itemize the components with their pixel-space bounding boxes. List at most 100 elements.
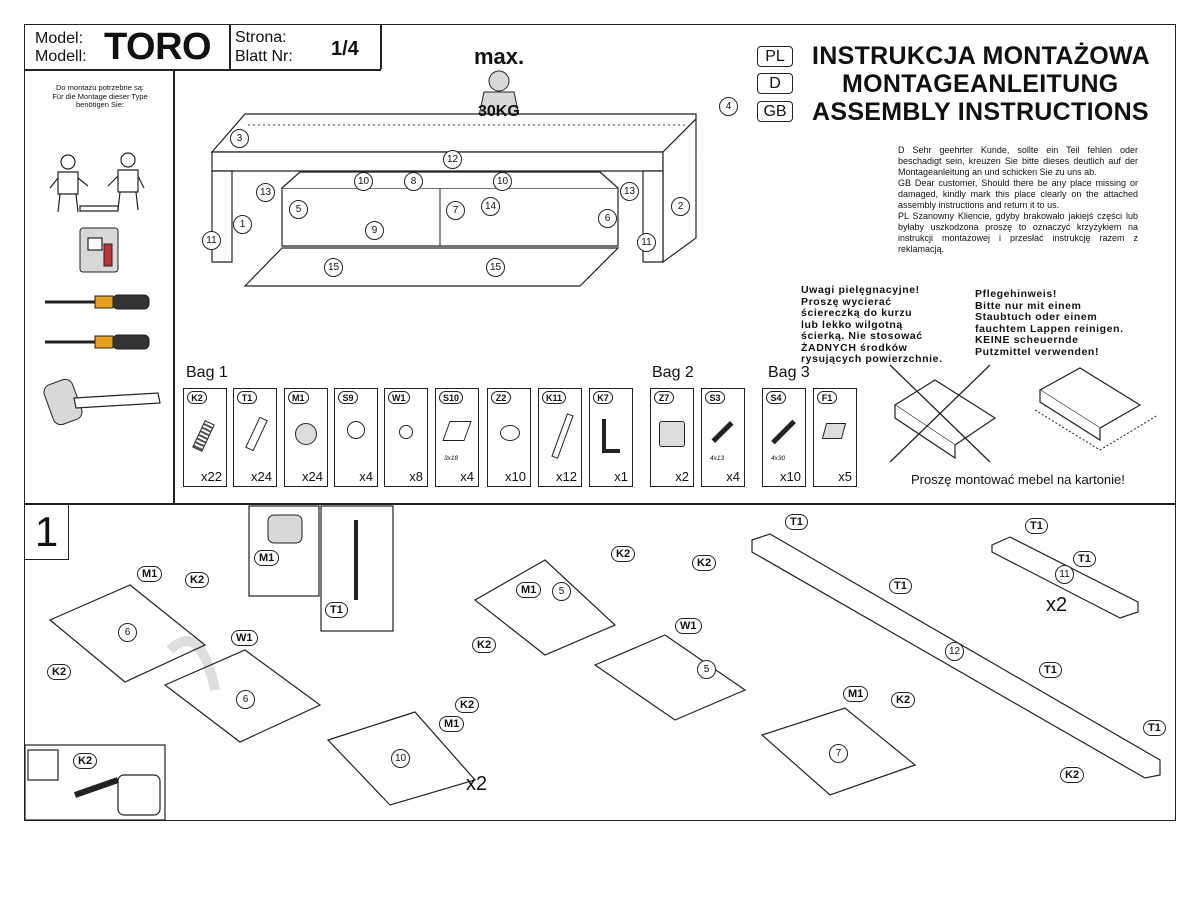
furniture-overview [210,113,697,287]
part-size: 4x30 [771,455,786,462]
hardware-callout: T1 [889,578,912,594]
part-qty: x2 [675,469,689,484]
screw-icon [551,413,574,459]
hardware-part: K11 x12 [538,388,582,487]
hardware-part: S9 x4 [334,388,378,487]
part-code: K2 [187,391,207,404]
model-label-de: Modell: [35,48,87,65]
title-pl: INSTRUKCJA MONTAŻOWA [812,42,1150,70]
hardware-callout: T1 [325,602,348,618]
notice-de: D Sehr geehrter Kunde, sollte ein Teil f… [898,145,1138,177]
part-size: 3x18 [444,455,459,462]
max-weight-value: 30KG [478,103,520,120]
part-code: K11 [542,391,567,404]
care-line: Staubtuch oder einem [975,311,1098,323]
wrong-surface-illustration [889,364,997,463]
bag-title: Bag 1 [186,364,228,381]
part-code: F1 [817,391,837,404]
drill-icon [79,227,119,273]
step-number: 1 [34,508,59,555]
header-divider-vertical [229,24,231,69]
hardware-callout: M1 [516,582,542,598]
panel-number: 6 [236,690,255,709]
part-code: S10 [439,391,464,404]
panel-number: 11 [1055,565,1074,584]
header-bottom-line [24,69,381,71]
part-number: 1 [233,215,252,234]
tools-note-pl: Do montażu potrzebne są: [56,83,144,92]
hardware-part: T1 x24 [233,388,277,487]
part-code: W1 [388,391,410,404]
dowel-cap-icon [399,425,413,439]
tools-column-line [173,69,175,503]
hardware-part: S3 4x13 x4 [701,388,745,487]
panel-number: 5 [552,582,571,601]
notice-gb: GB Dear customer, Should there be any pl… [898,178,1138,210]
two-people-icon [49,152,145,213]
part-qty: x4 [726,469,740,484]
part-number: 14 [481,197,500,216]
phillips-screwdriver-icon [45,334,150,350]
part-code: Z2 [491,391,511,404]
part-number: 15 [324,258,343,277]
part-number: 15 [486,258,505,277]
care-line: rysujących powierzchnie. [801,353,943,365]
care-line: fauchtem Lappen reinigen. [975,322,1124,335]
part-number: 7 [446,201,465,220]
care-line: ścierką. Nie stosować [801,330,923,342]
lang-badge-gb: GB [757,101,793,122]
hardware-callout: T1 [785,514,808,530]
screw-icon [711,421,734,443]
notice-pl: PL Szanowny Kliencie, gdyby brakowało ja… [898,211,1138,254]
hinge-icon [659,421,685,447]
knob-icon [500,425,520,441]
hardware-callout: K2 [185,572,210,588]
hardware-callout: K2 [611,546,636,562]
part-qty: x10 [505,469,526,484]
care-line: ściereczką do kurzu [801,307,913,319]
hardware-callout: M1 [843,686,869,702]
cardboard-illustration [1034,367,1159,451]
panel-number: 10 [391,749,410,768]
hardware-callout: T1 [1143,720,1166,736]
hardware-callout: T1 [1073,551,1096,567]
part-number: 10 [493,172,512,191]
part-qty: x1 [614,469,628,484]
hardware-callout: W1 [675,618,702,634]
part-size: 4x13 [710,455,725,462]
max-weight-label: max. [474,44,525,69]
panel-number: 7 [829,744,848,763]
part-number: 5 [289,200,308,219]
hardware-part: S10 3x18 x4 [435,388,479,487]
hardware-callout: K2 [47,664,72,680]
part-number: 8 [404,172,423,191]
bag-title: Bag 2 [652,364,694,381]
care-line: ŻADNYCH środków [801,341,908,354]
cam-bolt-icon [245,416,268,452]
hardware-part: K2 x22 [183,388,227,487]
part-number: 12 [443,150,462,169]
missing-part-notice: D Sehr geehrter Kunde, sollte ein Teil f… [898,145,1138,255]
part-code: S4 [766,391,786,404]
hardware-callout: K2 [692,555,717,571]
care-line: Proszę wycierać [801,295,892,308]
tools-note: Do montażu potrzebne są: Für die Montage… [50,83,150,110]
model-name: TORO [104,26,212,68]
hardware-callout: K2 [455,697,480,713]
step-multiplier: x2 [466,773,488,795]
hardware-callout: M1 [254,550,280,566]
cam-lock-icon [295,423,317,445]
page-label-pl: Strona: [235,29,287,46]
hardware-callout: W1 [231,630,258,646]
step-multiplier: x2 [1046,594,1068,616]
hardware-part: M1 x24 [284,388,328,487]
lang-badge-d: D [757,73,793,94]
part-number: 11 [637,233,656,252]
care-note-pl: Uwagi pielęgnacyjne! Proszę wycierać ści… [801,284,943,366]
instruction-sheet-frame [24,24,1176,821]
hardware-callout: K2 [891,692,916,708]
part-code: S9 [338,391,358,404]
screw-icon [771,419,796,445]
part-number: 11 [202,231,221,250]
part-code: S3 [705,391,725,404]
